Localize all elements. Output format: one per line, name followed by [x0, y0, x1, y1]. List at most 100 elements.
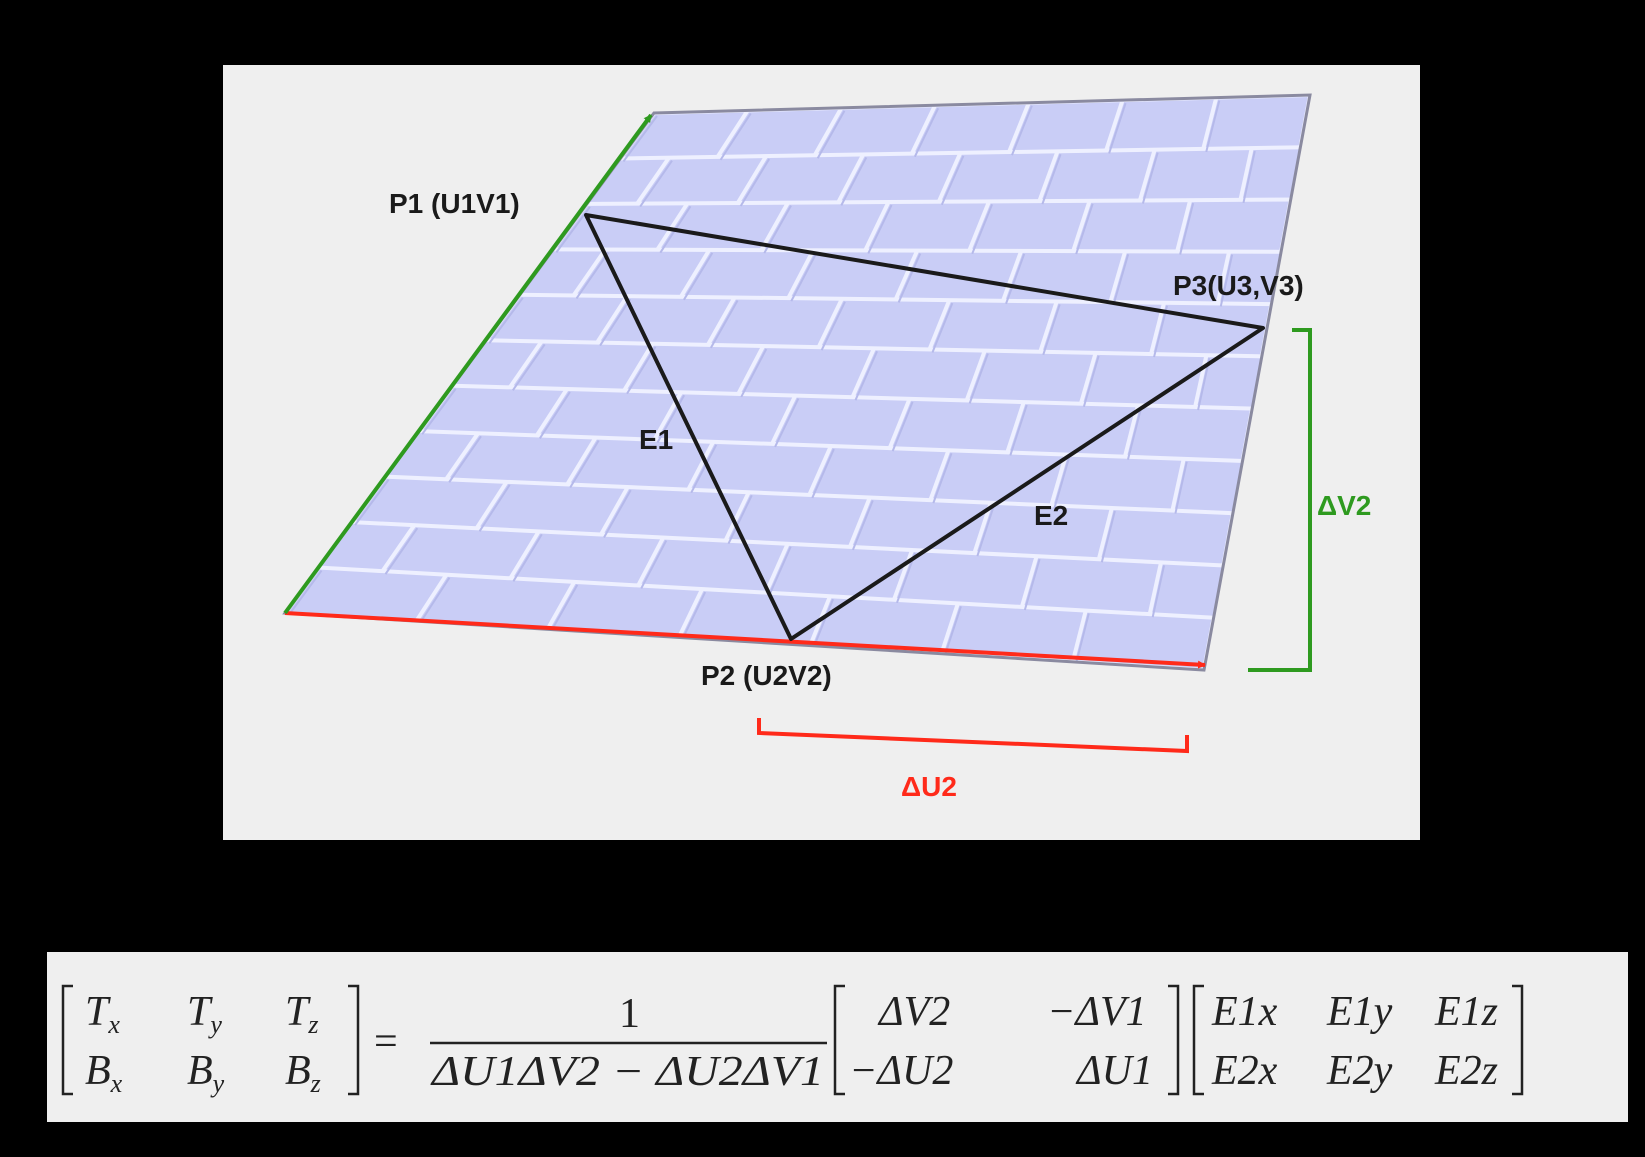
edge-matrix: E1x E1y E1z E2x E2y E2z	[1211, 989, 1498, 1094]
brick-joint-line	[812, 106, 844, 157]
svg-text:−ΔV1: −ΔV1	[1047, 989, 1147, 1035]
svg-text:−ΔU2: −ΔU2	[849, 1048, 953, 1094]
brick-joint-line	[715, 109, 750, 158]
svg-text:E2x: E2x	[1211, 1048, 1278, 1094]
brick-joint-line	[1175, 199, 1193, 252]
svg-text:ΔU1: ΔU1	[1075, 1048, 1153, 1094]
brick-shadow-line	[1312, 361, 1320, 414]
brick-joint-line	[285, 517, 292, 566]
brick-shadow-line	[1023, 558, 1041, 611]
brick-joint-line	[1104, 99, 1125, 152]
brick-shadow-line	[1112, 254, 1130, 306]
brick-shadow-line	[1151, 565, 1166, 618]
delta-u2-bracket	[757, 718, 1189, 754]
brick-shadow-line	[656, 394, 686, 444]
brick-shadow-line	[913, 107, 940, 158]
brick-shadow-line	[354, 479, 390, 526]
brick-joint-line	[850, 347, 876, 398]
brick-joint-line	[1275, 568, 1288, 622]
brick-joint-line	[1341, 146, 1349, 199]
p3-label: P3(U3,V3)	[1173, 270, 1304, 301]
brick-joint-line	[893, 249, 920, 301]
brick-joint-line	[1007, 101, 1031, 153]
brick-shadow-line	[940, 155, 965, 206]
brick-shadow-line	[1279, 571, 1290, 625]
brick-shadow-line	[976, 505, 995, 557]
brick-joint-line	[786, 249, 816, 300]
brick-shadow-line	[727, 494, 753, 545]
brick-shadow-line	[397, 341, 435, 388]
brick-shadow-line	[719, 112, 752, 161]
brick-row-line	[408, 336, 1310, 360]
brick-joint-line	[323, 427, 362, 476]
svg-text:Ty: Ty	[187, 989, 222, 1039]
brick-shadow-line	[1174, 461, 1188, 514]
brick-joint-line	[655, 202, 690, 251]
brick-shadow-line	[851, 500, 874, 551]
brick-shadow-line	[549, 584, 579, 633]
brick-shadow-line	[811, 448, 835, 499]
brick-joint-line	[508, 340, 544, 389]
brick-joint-line	[939, 602, 960, 655]
brick-shadow-line	[599, 298, 632, 347]
brick-shadow-line	[1108, 102, 1127, 154]
brick-joint-line	[1215, 251, 1232, 304]
brick-joint-line	[848, 496, 872, 548]
brick-joint-line	[1096, 507, 1114, 560]
tangent-bitangent-formula: Tx Ty Tz Bx By Bz = 1 ΔU1ΔV2 − ΔU2ΔV1 ΔV…	[61, 984, 1524, 1098]
brick-shadow-line	[468, 251, 506, 298]
svg-text:By: By	[187, 1048, 225, 1098]
brick-joint-line	[1137, 149, 1157, 202]
svg-text:Bx: Bx	[85, 1048, 123, 1098]
brick-joint-line	[927, 299, 952, 351]
brick-shadow-line	[1009, 404, 1028, 456]
delta-u2-label: ΔU2	[901, 771, 957, 802]
svg-text:E1y: E1y	[1326, 989, 1393, 1035]
brick-joint-line	[545, 580, 577, 631]
brick-joint-line	[1108, 250, 1128, 303]
brick-shadow-line	[384, 527, 419, 575]
formula-panel: Tx Ty Tz Bx By Bz = 1 ΔU1ΔV2 − ΔU2ΔV1 ΔV…	[47, 952, 1628, 1122]
svg-text:Tx: Tx	[85, 989, 120, 1039]
brick-joint-line	[394, 337, 433, 386]
brick-joint-line	[1238, 147, 1254, 201]
brick-joint-line	[964, 349, 987, 402]
brick-shadow-line	[1242, 150, 1256, 204]
e2-label: E2	[1034, 500, 1068, 531]
brick-joint-line	[565, 436, 598, 486]
brick-joint-line	[444, 432, 480, 481]
brick-shadow-line	[327, 431, 365, 478]
brick-shadow-line	[840, 156, 868, 206]
brick-shadow-line	[709, 299, 739, 349]
brick-joint-line	[887, 398, 912, 449]
uv-tangent-diagram: P1 (U1V1) P2 (U2V2) P3(U3,V3) E1 E2 ΔU2 …	[231, 93, 1371, 802]
lhs-matrix: Tx Ty Tz Bx By Bz	[85, 989, 321, 1098]
brick-shadow-line	[1005, 253, 1026, 305]
brick-shadow-line	[421, 388, 457, 435]
brick-shadow-line	[931, 302, 954, 353]
brick-shadow-line	[1153, 305, 1169, 358]
brick-joint-line	[1291, 462, 1304, 517]
brick-joint-line	[936, 152, 963, 203]
brick-shadow-line	[943, 606, 962, 658]
brick-joint-line	[807, 445, 833, 496]
brick-shadow-line	[626, 346, 657, 395]
brick-joint-line	[1037, 150, 1060, 202]
svg-text:ΔV2: ΔV2	[877, 989, 950, 1035]
brick-shadow-line	[231, 474, 268, 518]
brick-shadow-line	[820, 301, 846, 351]
brick-shadow-line	[968, 353, 989, 404]
brick-joint-line	[1193, 354, 1209, 408]
brick-joint-line	[736, 155, 768, 205]
brick-row-line	[480, 247, 1310, 255]
brick-shadow-line	[790, 252, 818, 302]
fraction-numerator: 1	[619, 991, 640, 1037]
fraction-denominator: ΔU1ΔV2 − ΔU2ΔV1	[430, 1049, 824, 1095]
brick-shadow-line	[816, 110, 846, 159]
brick-shadow-line	[525, 117, 565, 164]
brick-joint-line	[464, 247, 503, 296]
e1-label: E1	[639, 424, 673, 455]
brick-joint-line	[1078, 352, 1098, 405]
delta-v2-label: ΔV2	[1317, 490, 1371, 521]
brick-shadow-line	[512, 533, 543, 582]
